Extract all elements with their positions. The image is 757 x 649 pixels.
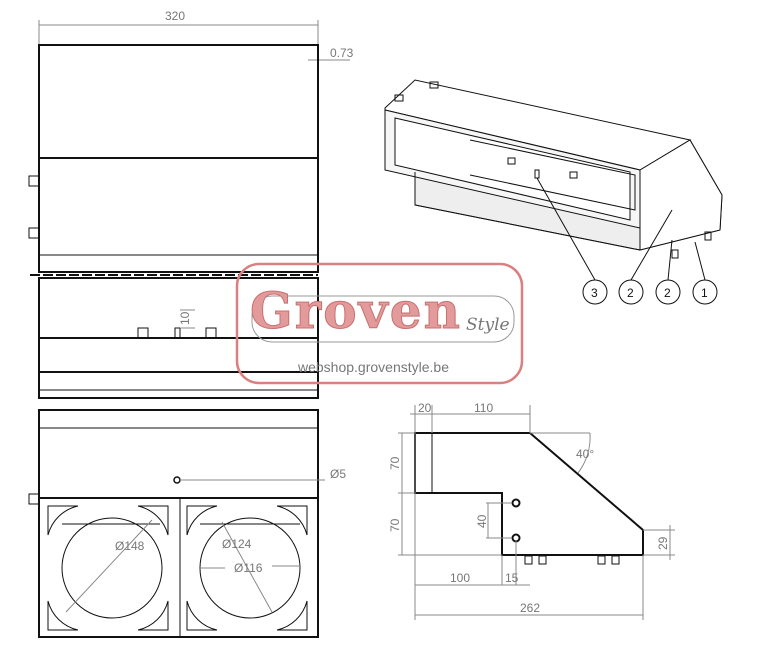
watermark-logo: Groven Style webshop.grovenstyle.be (235, 262, 524, 385)
watermark-brand: Groven (250, 281, 460, 340)
watermark-url: webshop.grovenstyle.be (297, 359, 449, 375)
outer-circle-dimension: Ø148 (115, 539, 145, 553)
width-dimension: 320 (165, 9, 185, 23)
watermark-style: Style (466, 315, 510, 335)
side-view: 20 110 70 70 40 29 40° 100 15 262 (388, 401, 675, 620)
dim-15: 15 (505, 571, 519, 585)
thickness-dimension: 0.73 (330, 46, 354, 60)
balloon-2b: 2 (664, 286, 671, 300)
dim-70-upper: 70 (388, 456, 402, 470)
dim-20: 20 (418, 401, 432, 415)
dim-262: 262 (520, 601, 540, 615)
middle-view: 10 (38, 277, 319, 399)
bottom-view: Ø5 Ø148 Ø124 Ø116 (28, 409, 346, 638)
balloon-1: 1 (701, 286, 708, 300)
dim-40: 40 (475, 514, 489, 528)
tab-height-dimension: 10 (178, 311, 192, 325)
dim-70-lower: 70 (388, 518, 402, 532)
dim-110: 110 (474, 401, 493, 415)
balloon-2a: 2 (627, 286, 634, 300)
balloon-3: 3 (591, 286, 598, 300)
dim-angle: 40° (576, 447, 594, 461)
inner-circle-dimension: Ø116 (234, 561, 263, 575)
isometric-view: 3 2 2 1 (384, 79, 723, 305)
hole-dimension: Ø5 (330, 467, 346, 481)
dim-29: 29 (656, 536, 670, 550)
top-view: 320 0.73 (28, 9, 354, 276)
mid-circle-dimension: Ø124 (222, 537, 252, 551)
dim-100: 100 (450, 571, 470, 585)
